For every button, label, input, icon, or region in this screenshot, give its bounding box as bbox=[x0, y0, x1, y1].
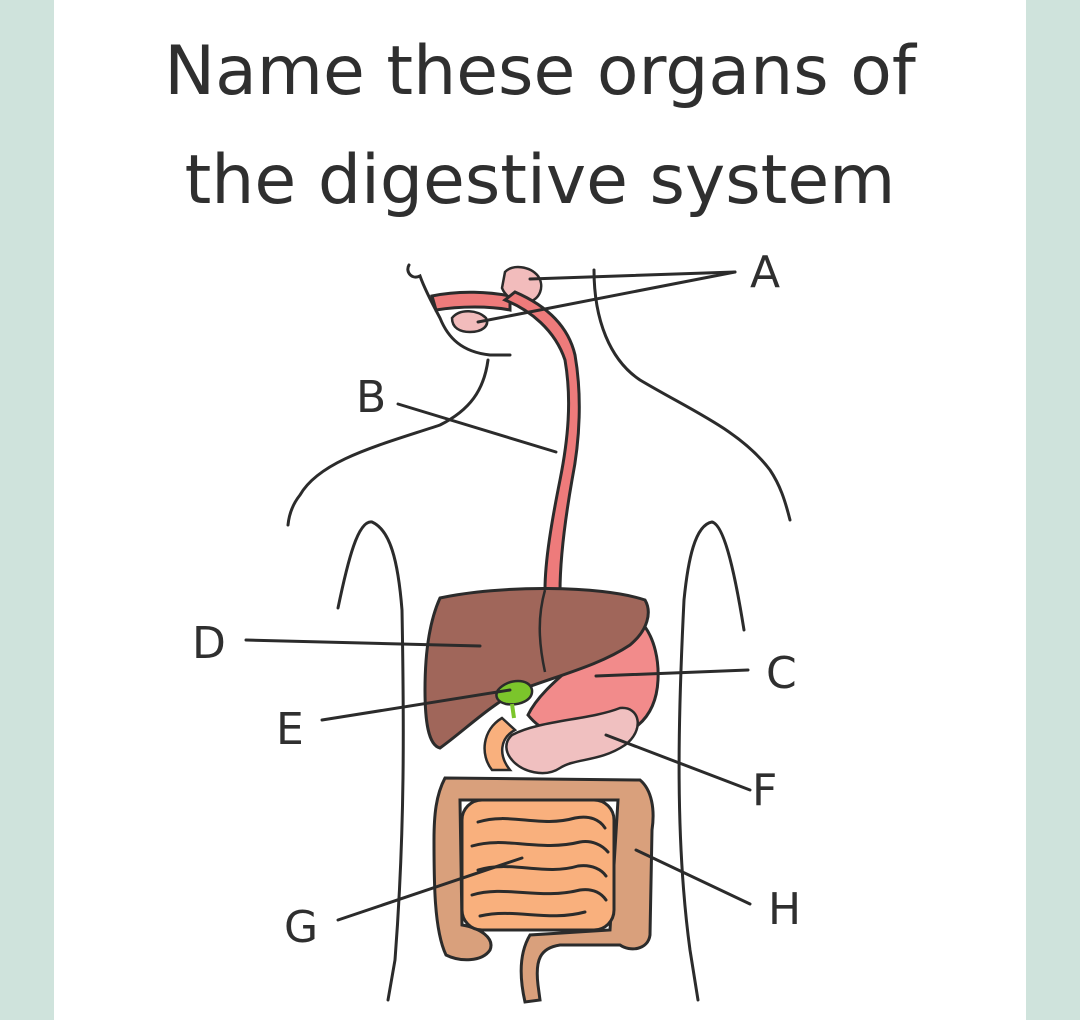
leader-a-upper bbox=[528, 270, 737, 281]
bile-duct bbox=[510, 703, 516, 719]
organ-labels: A B C D E F G H bbox=[192, 247, 801, 953]
salivary-gland-lower bbox=[450, 310, 489, 334]
gallbladder bbox=[495, 679, 534, 706]
label-e: E bbox=[276, 704, 304, 755]
esophagus bbox=[502, 290, 581, 594]
arm-left-inner bbox=[336, 520, 405, 1002]
worksheet-card: Name these organs of the digestive syste… bbox=[54, 0, 1026, 1020]
pancreas bbox=[505, 706, 639, 775]
arm-right-inner bbox=[677, 520, 746, 1002]
label-c: C bbox=[766, 648, 797, 699]
small-intestine-fold-4 bbox=[470, 888, 608, 902]
label-b: B bbox=[356, 372, 386, 423]
leader-g bbox=[336, 856, 524, 922]
leader-c bbox=[594, 668, 750, 678]
leader-h bbox=[634, 848, 752, 906]
label-h: H bbox=[768, 884, 801, 935]
leader-d bbox=[244, 638, 482, 648]
leader-a-lower bbox=[476, 270, 737, 324]
head-outline bbox=[406, 263, 512, 357]
title-line-1: Name these organs of bbox=[164, 32, 916, 111]
small-intestine-fold-2 bbox=[470, 840, 610, 854]
small-intestine-fold-3 bbox=[476, 864, 608, 878]
body-outline bbox=[286, 263, 792, 1002]
liver bbox=[423, 586, 650, 750]
leader-f bbox=[604, 733, 752, 792]
title-line-2: the digestive system bbox=[184, 140, 896, 220]
page-title: Name these organs of the digestive syste… bbox=[54, 18, 1026, 236]
small-intestine-fold-1 bbox=[476, 815, 607, 830]
small-intestine-fold-5 bbox=[478, 910, 587, 918]
neck-left bbox=[286, 358, 490, 527]
label-f: F bbox=[752, 765, 777, 816]
leader-e bbox=[320, 688, 512, 722]
mouth bbox=[430, 290, 512, 312]
leader-b bbox=[396, 402, 558, 454]
large-intestine bbox=[432, 776, 655, 1004]
leader-lines bbox=[244, 270, 752, 922]
liver-lobe-line bbox=[538, 589, 547, 673]
small-intestine-body bbox=[460, 798, 616, 932]
label-d: D bbox=[192, 618, 226, 669]
label-g: G bbox=[284, 902, 318, 953]
small-intestine bbox=[460, 798, 616, 932]
neck-right bbox=[592, 268, 792, 522]
label-a: A bbox=[750, 247, 780, 298]
duodenum bbox=[483, 716, 518, 772]
